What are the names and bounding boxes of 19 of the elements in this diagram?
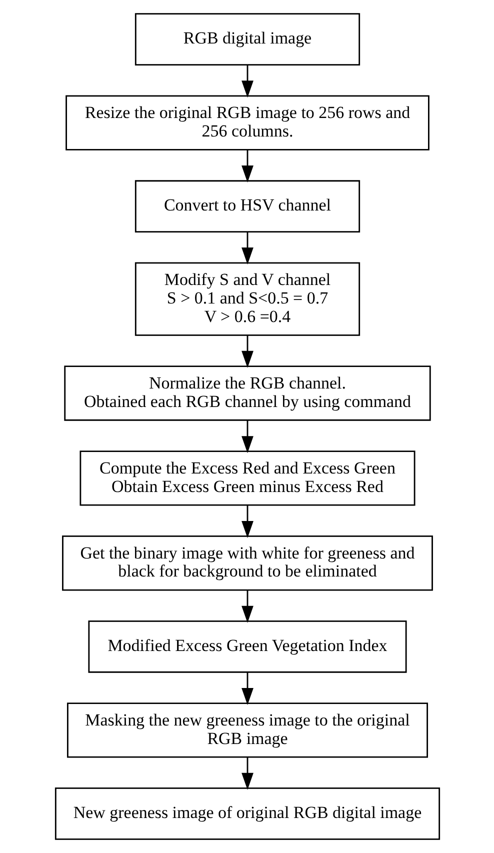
node-box: Get the binary image with white for greeness and black for background to be eliminated: [62, 536, 432, 591]
arrow: [241, 590, 253, 623]
arrow: [241, 420, 253, 454]
arrow: [241, 64, 253, 98]
arrow: [241, 336, 253, 368]
node-box: RGB digital image: [134, 13, 360, 66]
arrow: [241, 505, 253, 538]
node-box: Resize the original RGB image to 256 rows and 256 columns.: [65, 95, 429, 150]
arrow: [241, 757, 253, 790]
node-box: Compute the Excess Red and Excess Green Obtain Excess Green minus Excess Red: [79, 450, 415, 506]
node-box: Masking the new greeness image to the original RGB image: [66, 702, 428, 758]
node-box: New greeness image of original RGB digital image: [54, 788, 440, 840]
arrow: [241, 232, 253, 264]
node-box: Modified Excess Green Vegetation Index: [88, 620, 406, 673]
arrow: [241, 150, 253, 183]
node-box: Normalize the RGB channel. Obtained each RGB channel by using command: [64, 366, 430, 421]
node-box: Modify S and V channel S > 0.1 and S<0.5 = 0.7 V > 0.6 =0.4: [134, 262, 360, 336]
arrow: [241, 672, 253, 706]
node-box: Convert to HSV channel: [134, 180, 360, 233]
